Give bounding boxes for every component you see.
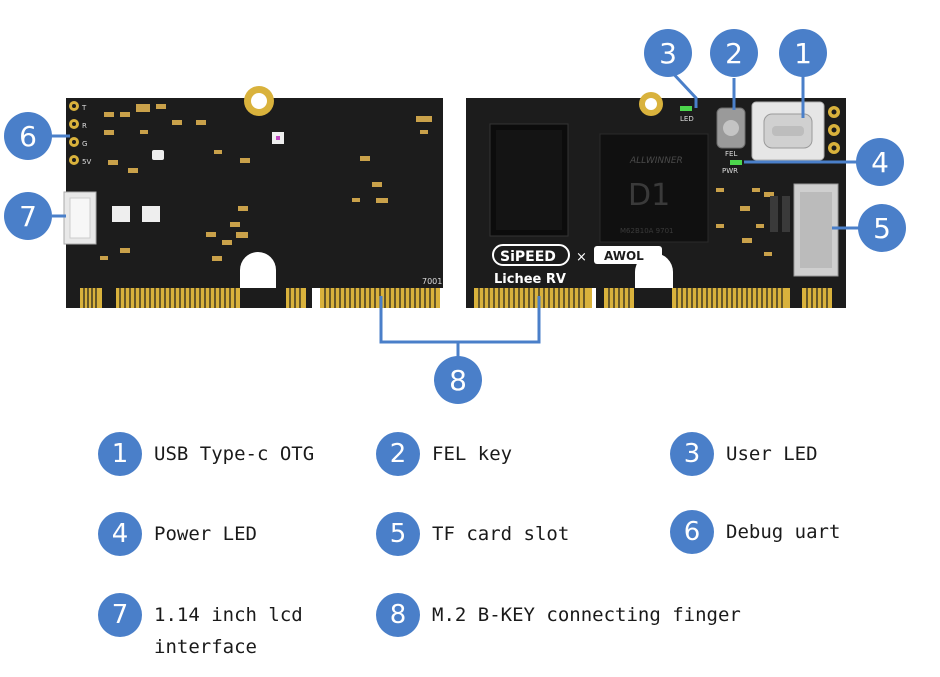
legend-badge: 7 (98, 593, 142, 637)
legend-label: Debug uart (726, 521, 841, 543)
legend-item-3: 3 User LED (670, 432, 818, 476)
right-board: ALLWINNER D1 M62B10A 9701 LED FEL PWR (466, 92, 846, 308)
callout-5: 5 (858, 204, 906, 252)
left-board-code: 7001 (422, 277, 442, 286)
svg-text:2: 2 (725, 37, 743, 70)
legend-label: FEL key (432, 443, 513, 465)
legend-badge: 4 (98, 512, 142, 556)
svg-text:5: 5 (873, 212, 891, 245)
legend-item-2: 2 FEL key (376, 432, 512, 476)
soc-chip (599, 133, 709, 243)
sipeed-logo-frame (492, 244, 570, 266)
chip-brand: ALLWINNER (629, 156, 683, 166)
legend-item-4: 4 Power LED (98, 512, 257, 556)
callout-6: 6 (4, 112, 52, 160)
legend-badge: 8 (376, 593, 420, 637)
chip-model: D1 (628, 178, 670, 213)
callout-8: 8 (434, 356, 482, 404)
uart-g-label: G (82, 140, 87, 148)
sipeed-logo: SiPEED (500, 249, 556, 265)
led-label: LED (680, 115, 694, 123)
svg-text:4: 4 (871, 146, 889, 179)
callout-3: 3 (644, 29, 692, 77)
legend-badge: 3 (670, 432, 714, 476)
cross-mark: × (576, 250, 587, 265)
legend-label: 1.14 inch lcd interface (154, 604, 303, 658)
svg-text:3: 3 (659, 37, 677, 70)
pwr-label: PWR (722, 167, 738, 175)
svg-text:7: 7 (19, 200, 37, 233)
legend-item-7: 7 1.14 inch lcd interface (98, 593, 303, 663)
legend-item-1: 1 USB Type-c OTG (98, 432, 314, 476)
awol-logo-frame (594, 246, 662, 264)
legend-item-5: 5 TF card slot (376, 512, 569, 556)
legend-label: TF card slot (432, 523, 570, 545)
user-led (680, 106, 692, 111)
awol-logo: AWOL (604, 249, 644, 263)
legend-label: User LED (726, 443, 818, 465)
callout-7: 7 (4, 192, 52, 240)
svg-text:1: 1 (794, 37, 812, 70)
fel-label: FEL (725, 150, 737, 158)
legend-badge: 2 (376, 432, 420, 476)
svg-text:6: 6 (19, 120, 37, 153)
legend-item-8: 8 M.2 B-KEY connecting finger (376, 593, 741, 637)
legend-badge: 5 (376, 512, 420, 556)
legend-label: M.2 B-KEY connecting finger (432, 604, 741, 626)
svg-text:8: 8 (449, 364, 467, 397)
left-components (100, 104, 432, 261)
uart-t-label: T (81, 104, 87, 112)
uart-r-label: R (82, 122, 87, 130)
product-name: Lichee RV (494, 272, 566, 287)
callout-2: 2 (710, 29, 758, 77)
legend-label: USB Type-c OTG (154, 443, 315, 465)
chip-code: M62B10A 9701 (620, 227, 673, 235)
legend-item-6: 6 Debug uart (670, 510, 840, 554)
callout-4: 4 (856, 138, 904, 186)
legend-badge: 6 (670, 510, 714, 554)
power-led (730, 160, 742, 165)
legend-badge: 1 (98, 432, 142, 476)
callout-1: 1 (779, 29, 827, 77)
uart-5v-label: 5V (82, 158, 91, 166)
left-board: T R G 5V 7001 (63, 86, 443, 308)
legend-label: Power LED (154, 523, 257, 545)
callout-leaders (50, 66, 860, 358)
